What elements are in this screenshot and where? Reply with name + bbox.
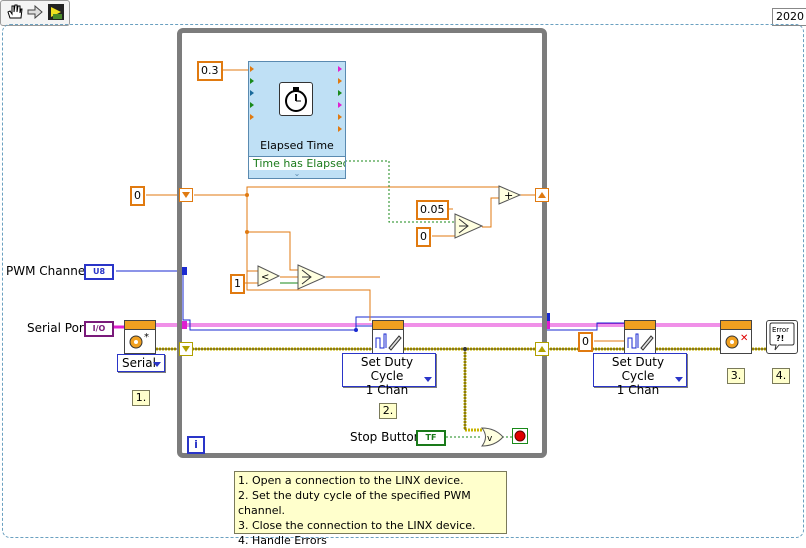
final-duty-constant[interactable]: 0 <box>578 332 593 352</box>
svg-text:<: < <box>261 272 269 283</box>
iteration-terminal: i <box>187 436 205 454</box>
comment-line: 2. Set the duty cycle of the specified P… <box>238 489 471 517</box>
error-shift-register-left <box>179 342 193 356</box>
error-shift-register-right <box>535 342 549 356</box>
comment-line: 1. Open a connection to the LINX device. <box>238 474 464 487</box>
less-than-primitive[interactable]: < <box>257 265 281 287</box>
or-primitive[interactable]: v <box>481 427 505 447</box>
error-handler-vi[interactable]: Error?! <box>766 320 798 354</box>
numeric-wire <box>146 69 624 342</box>
serial-port-label: Serial Port <box>27 321 89 335</box>
arrow-icon[interactable] <box>27 5 43 19</box>
compare-value-constant[interactable]: 1 <box>230 274 245 294</box>
stop-button-label: Stop Button <box>350 430 422 444</box>
add-primitive[interactable]: + <box>498 185 522 205</box>
linx-open-vi[interactable]: * <box>124 320 156 354</box>
run-icon[interactable] <box>47 3 65 21</box>
svg-text:*: * <box>144 332 149 343</box>
svg-text:?!: ?! <box>776 334 784 343</box>
diagram-frame <box>2 24 804 538</box>
pwm-channel-control[interactable]: U8 <box>84 264 114 280</box>
error-bubble-icon: Error?! <box>769 322 795 351</box>
select-primitive-compare[interactable] <box>297 264 327 290</box>
expand-arrow-icon[interactable]: ⌄ <box>293 169 301 178</box>
wire-junction <box>245 193 249 197</box>
reset-value-constant[interactable]: 0 <box>416 227 431 247</box>
stop-condition-icon[interactable] <box>512 428 528 444</box>
set-duty-cycle-vi-loop[interactable] <box>372 320 404 354</box>
wire-junction <box>354 328 358 332</box>
while-loop[interactable] <box>177 28 547 458</box>
step-marker-1: 1. <box>132 390 150 406</box>
increment-constant[interactable]: 0.05 <box>416 200 449 220</box>
step-marker-2: 2. <box>379 403 397 419</box>
pwm-pencil-icon <box>627 333 654 351</box>
serial-port-control[interactable]: I/O <box>84 321 114 337</box>
close-gear-icon: ✕ <box>725 333 748 349</box>
elapsed-time-vi[interactable]: Elapsed Time Time has Elapsed ⌄ <box>248 61 346 179</box>
serial-type-ring[interactable]: Serial <box>117 354 165 372</box>
elapsed-time-title: Elapsed Time <box>260 139 334 152</box>
stop-button-control[interactable]: TF <box>416 430 446 446</box>
svg-text:v: v <box>487 434 493 444</box>
pwm-channel-label: PWM Channel <box>6 264 89 278</box>
comment-line: 4. Handle Errors <box>238 534 327 547</box>
elapsed-target-constant[interactable]: 0.3 <box>197 61 223 81</box>
comment-box: 1. Open a connection to the LINX device.… <box>234 471 507 547</box>
pwm-pencil-icon <box>375 333 402 351</box>
select-primitive-increment[interactable] <box>454 213 484 239</box>
step-marker-3: 3. <box>727 368 745 384</box>
comment-line: 3. Close the connection to the LINX devi… <box>238 519 476 532</box>
output-terminals <box>338 66 342 132</box>
svg-text:✕: ✕ <box>740 333 748 344</box>
error-wire-inner <box>156 348 766 430</box>
step-marker-4: 4. <box>772 368 790 384</box>
shift-register-left <box>179 188 193 202</box>
version-badge: 2020 <box>772 8 806 26</box>
hand-icon[interactable] <box>6 4 24 20</box>
input-terminals <box>250 66 254 120</box>
junction <box>179 267 187 275</box>
wire-junction <box>245 230 249 234</box>
wire-junction <box>463 347 467 351</box>
set-duty-cycle-vi-after[interactable] <box>624 320 656 354</box>
svg-text:Error: Error <box>772 326 789 334</box>
linx-close-vi[interactable]: ✕ <box>720 320 752 354</box>
svg-text:+: + <box>504 189 513 202</box>
elapsed-time-output: Time has Elapsed <box>249 156 345 170</box>
resource-tunnel-in <box>179 321 187 329</box>
stopwatch-icon <box>279 82 313 116</box>
gear-icon: * <box>129 332 149 349</box>
shift-init-constant[interactable]: 0 <box>130 186 145 206</box>
shift-register-right <box>535 188 549 202</box>
